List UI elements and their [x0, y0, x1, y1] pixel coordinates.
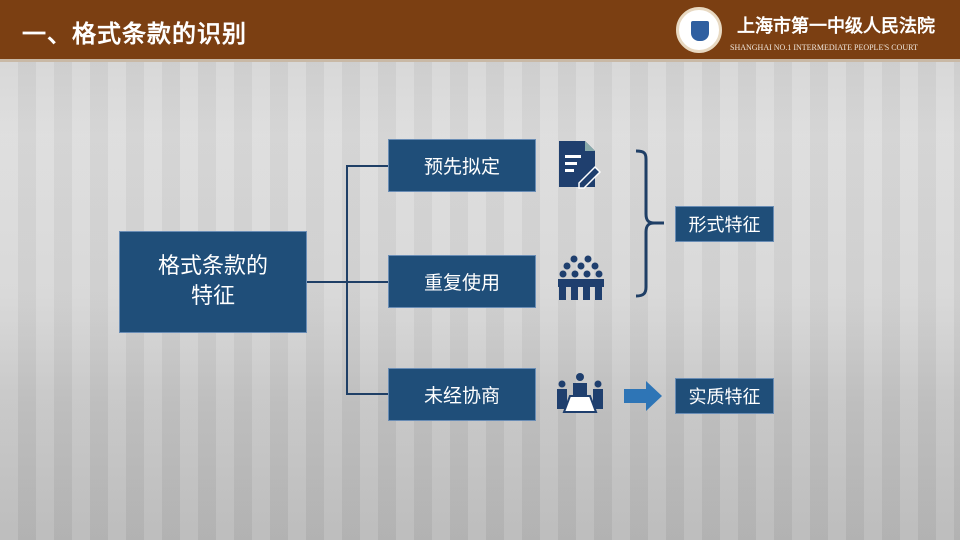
- connector: [346, 281, 388, 283]
- slide-title: 一、格式条款的识别: [22, 20, 247, 48]
- formal-feature-box: 形式特征: [675, 206, 774, 242]
- item-box: 未经协商: [388, 368, 536, 421]
- header-bar: 一、格式条款的识别 上海市第一中级人民法院 SHANGHAI NO.1 INTE…: [0, 0, 960, 62]
- crowd-icon: [558, 255, 604, 300]
- item-box: 预先拟定: [388, 139, 536, 192]
- connector: [346, 165, 348, 395]
- connector: [346, 165, 388, 167]
- arrow-right-icon: [624, 381, 662, 411]
- court-name: 上海市第一中级人民法院: [737, 16, 935, 37]
- court-logo: [676, 7, 722, 53]
- root-box: 格式条款的特征: [119, 231, 307, 333]
- substantive-feature-box: 实质特征: [675, 378, 774, 414]
- court-name-en: SHANGHAI NO.1 INTERMEDIATE PEOPLE'S COUR…: [730, 43, 918, 52]
- connector: [346, 393, 388, 395]
- brace-icon: [635, 149, 664, 298]
- item-box: 重复使用: [388, 255, 536, 308]
- meeting-icon: [557, 373, 603, 413]
- document-pen-icon: [559, 141, 601, 189]
- root-line2: 特征: [190, 284, 235, 309]
- connector: [307, 281, 348, 283]
- root-line1: 格式条款的: [157, 254, 268, 279]
